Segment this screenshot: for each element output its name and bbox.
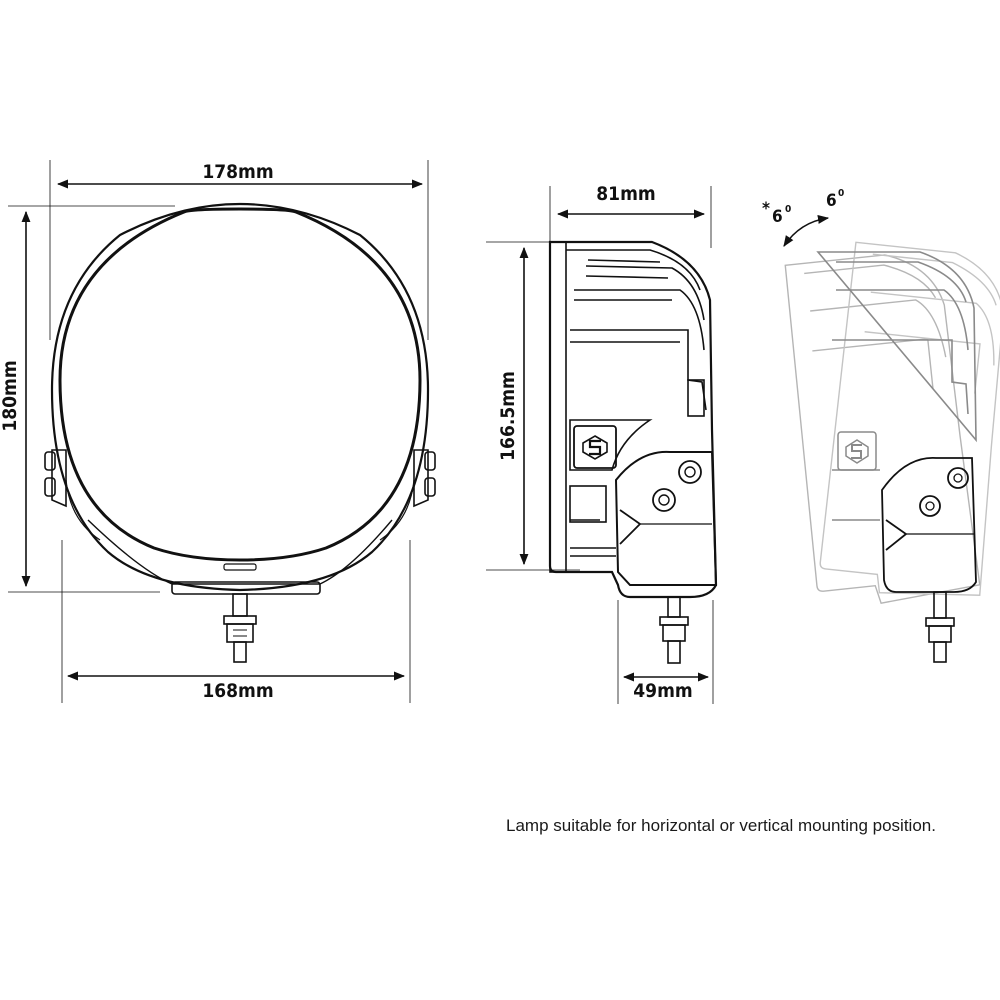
tilt-angle-left-mark: * <box>762 199 770 219</box>
tilt-ghost-right <box>819 241 1000 596</box>
tilt-angle-right-degree: 0 <box>838 188 844 199</box>
bracket-knob <box>424 477 436 497</box>
side-vent <box>569 485 607 523</box>
dim-label-width-top: 178mm <box>202 161 273 183</box>
bracket-screw <box>658 494 670 506</box>
dim-label-width-bottom: 168mm <box>202 680 273 702</box>
bracket-screw <box>652 488 676 512</box>
side-lens-face <box>549 241 567 573</box>
side-view <box>486 186 718 704</box>
side-bracket-left <box>51 449 67 508</box>
bolt-icon <box>659 596 689 664</box>
bracket-notch <box>619 509 642 545</box>
lamp-foot-slot <box>223 563 257 571</box>
side-bracket-right <box>413 449 429 508</box>
dim-label-bracket-depth: 49mm <box>633 680 692 702</box>
bracket-knob <box>44 451 56 471</box>
tilt-view <box>783 214 1000 663</box>
logo-s-badge <box>573 425 617 469</box>
mounting-note: Lamp suitable for horizontal or vertical… <box>506 816 936 835</box>
side-tab <box>687 379 705 417</box>
cooling-fins <box>566 249 707 557</box>
tilt-angle-right: 6 <box>826 191 837 211</box>
side-panel <box>569 419 653 471</box>
tilt-bracket <box>881 457 977 593</box>
tilt-ghost-left <box>784 254 981 604</box>
bracket-screw <box>678 460 702 484</box>
front-view <box>8 160 436 703</box>
bracket-arm <box>379 479 415 541</box>
bracket-screw <box>684 466 696 478</box>
lamp-housing <box>50 202 430 592</box>
dim-label-side-height: 166.5mm <box>497 371 519 461</box>
bolt-icon <box>925 591 955 663</box>
dim-label-height: 180mm <box>0 360 21 431</box>
side-bracket <box>614 450 718 586</box>
bracket-knob <box>44 477 56 497</box>
dim-label-depth: 81mm <box>596 183 655 205</box>
lamp-bezel <box>87 519 393 585</box>
lamp-lens <box>58 207 422 562</box>
tilt-angle-left: 6 <box>772 207 783 227</box>
logo-s-badge <box>837 431 877 471</box>
tilt-angle-left-degree: 0 <box>785 204 791 215</box>
bracket-knob <box>424 451 436 471</box>
tilt-body <box>816 251 977 521</box>
rotation-arrow-icon <box>783 214 830 247</box>
bracket-arm <box>65 479 101 541</box>
bolt-icon <box>223 593 257 663</box>
